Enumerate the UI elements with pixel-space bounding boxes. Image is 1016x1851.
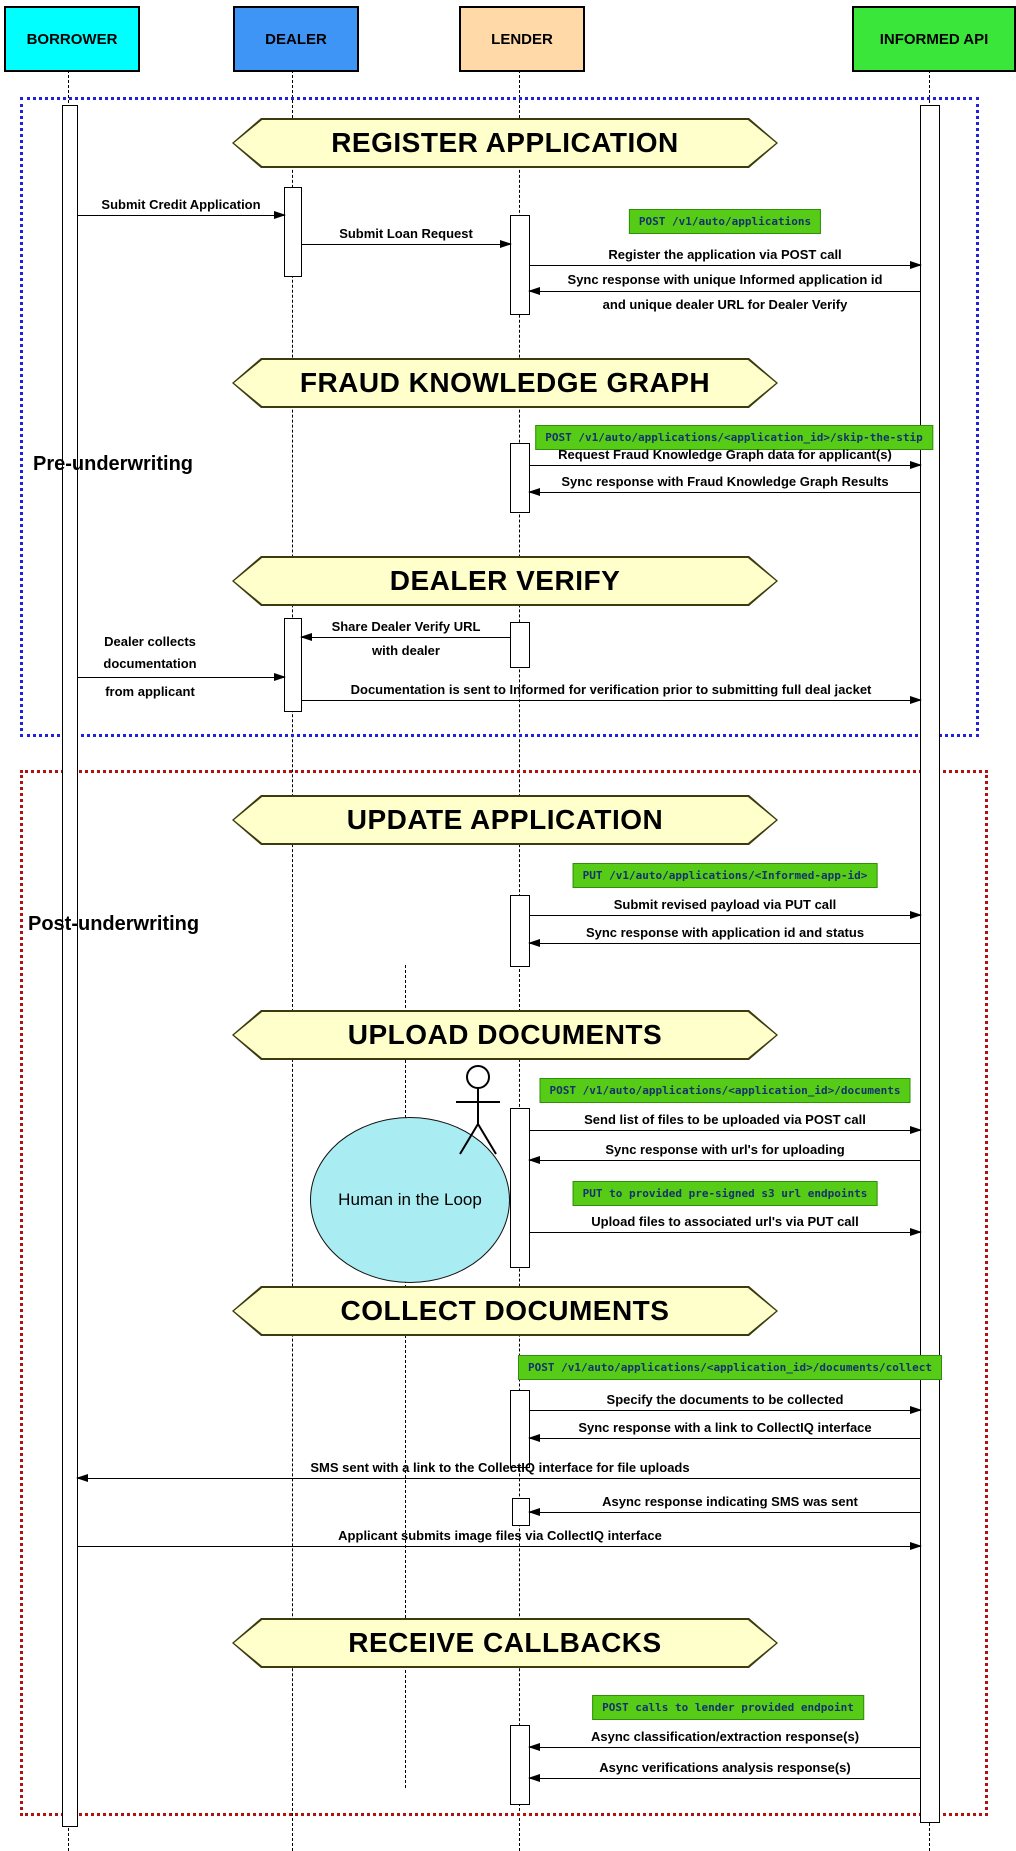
activation-bar-borrower <box>62 105 78 1827</box>
message-label-dealer-collects-line3: from applicant <box>105 684 195 699</box>
message-label-share-url-line2: with dealer <box>372 643 440 658</box>
message-label-dealer-collects-line1: Dealer collects <box>104 634 196 649</box>
message-label-doc-sent: Documentation is sent to Informed for ve… <box>350 682 872 697</box>
message-arrow-send-list <box>530 1126 922 1134</box>
message-arrow-url-sync <box>528 1156 920 1164</box>
actor-dealer-label: DEALER <box>265 30 327 48</box>
banner-collect-documents-label: COLLECT DOCUMENTS <box>234 1288 776 1334</box>
banner-receive-callbacks-label: RECEIVE CALLBACKS <box>234 1620 776 1666</box>
message-label-collect-sync: Sync response with a link to CollectIQ i… <box>578 1420 872 1435</box>
message-arrow-applicant-submits <box>78 1542 922 1550</box>
activation-bar-lender-dealer-verify <box>510 622 530 668</box>
activation-bar-lender-callbacks <box>510 1725 530 1805</box>
api-endpoint-label-register: POST /v1/auto/applications <box>628 209 822 234</box>
api-endpoint-label-presigned-s3: PUT to provided pre-signed s3 url endpoi… <box>572 1181 878 1206</box>
activation-bar-lender-upload <box>510 1108 530 1268</box>
activation-bar-lender-register <box>510 215 530 315</box>
lifeline-dealer <box>292 70 293 1851</box>
message-arrow-submit-loan <box>302 240 512 248</box>
actor-lender: LENDER <box>459 6 585 72</box>
activation-bar-lender-update <box>510 895 530 967</box>
actor-borrower: BORROWER <box>4 6 140 72</box>
banner-fraud-knowledge-graph-label: FRAUD KNOWLEDGE GRAPH <box>234 360 776 406</box>
message-arrow-fkg-sync <box>528 488 920 496</box>
message-label-async-verifications: Async verifications analysis response(s) <box>599 1760 851 1775</box>
message-label-submit-credit: Submit Credit Application <box>101 197 261 212</box>
message-arrow-submit-credit <box>78 211 286 219</box>
actor-borrower-label: BORROWER <box>26 30 118 48</box>
message-label-specify-docs: Specify the documents to be collected <box>606 1392 844 1407</box>
api-endpoint-label-collect: POST /v1/auto/applications/<application_… <box>518 1355 942 1380</box>
message-label-fkg-sync: Sync response with Fraud Knowledge Graph… <box>561 474 889 489</box>
message-label-url-sync: Sync response with url's for uploading <box>605 1142 845 1157</box>
human-in-the-loop-ellipse: Human in the Loop <box>310 1117 510 1283</box>
banner-update-application: UPDATE APPLICATION <box>232 795 778 845</box>
banner-receive-callbacks: RECEIVE CALLBACKS <box>232 1618 778 1668</box>
message-label-send-list: Send list of files to be uploaded via PO… <box>584 1112 866 1127</box>
api-endpoint-label-update: PUT /v1/auto/applications/<Informed-app-… <box>572 863 878 888</box>
message-label-sms-async: Async response indicating SMS was sent <box>602 1494 858 1509</box>
message-label-async-classification: Async classification/extraction response… <box>590 1729 860 1744</box>
message-arrow-fkg-request <box>530 461 922 469</box>
message-arrow-collect-sync <box>528 1434 920 1442</box>
message-arrow-specify-docs <box>530 1406 922 1414</box>
activation-bar-lender-collect <box>510 1390 530 1468</box>
phase-label-post-underwriting: Post-underwriting <box>28 913 200 935</box>
banner-register-application-label: REGISTER APPLICATION <box>234 120 776 166</box>
human-in-the-loop-label: Human in the Loop <box>338 1190 482 1209</box>
api-endpoint-label-documents: POST /v1/auto/applications/<application_… <box>539 1078 911 1103</box>
banner-dealer-verify-label: DEALER VERIFY <box>234 558 776 604</box>
message-arrow-upload-files <box>530 1228 922 1236</box>
message-label-sms-sent: SMS sent with a link to the CollectIQ in… <box>310 1460 690 1475</box>
banner-collect-documents: COLLECT DOCUMENTS <box>232 1286 778 1336</box>
activation-bar-dealer-verify <box>284 618 302 712</box>
message-label-applicant-submits: Applicant submits image files via Collec… <box>338 1528 662 1543</box>
stick-figure-icon <box>456 1065 500 1155</box>
message-arrow-async-classification <box>528 1743 920 1751</box>
message-label-register-app: Register the application via POST call <box>608 247 842 262</box>
lifeline-human-in-the-loop <box>405 965 406 1788</box>
banner-fraud-knowledge-graph: FRAUD KNOWLEDGE GRAPH <box>232 358 778 408</box>
message-arrow-register-sync <box>528 287 920 295</box>
banner-upload-documents: UPLOAD DOCUMENTS <box>232 1010 778 1060</box>
message-arrow-register-app <box>530 261 922 269</box>
message-label-fkg-request: Request Fraud Knowledge Graph data for a… <box>558 447 892 462</box>
message-label-upload-files: Upload files to associated url's via PUT… <box>591 1214 859 1229</box>
message-label-dealer-collects-line2: documentation <box>103 656 197 671</box>
message-arrow-put-sync <box>528 939 920 947</box>
message-arrow-sms-sent <box>76 1474 920 1482</box>
actor-dealer: DEALER <box>233 6 359 72</box>
actor-informed-api-label: INFORMED API <box>879 30 989 48</box>
banner-dealer-verify: DEALER VERIFY <box>232 556 778 606</box>
banner-upload-documents-label: UPLOAD DOCUMENTS <box>234 1012 776 1058</box>
api-endpoint-label-callbacks: POST calls to lender provided endpoint <box>592 1695 864 1720</box>
message-arrow-share-url <box>300 633 510 641</box>
message-arrow-put-payload <box>530 911 922 919</box>
activation-bar-informed-api <box>920 105 940 1823</box>
message-arrow-async-verifications <box>528 1774 920 1782</box>
api-endpoint-label-skip-the-stip: POST /v1/auto/applications/<application_… <box>535 425 933 450</box>
message-label-share-url: Share Dealer Verify URL <box>331 619 481 634</box>
actor-informed-api: INFORMED API <box>852 6 1016 72</box>
message-label-put-payload: Submit revised payload via PUT call <box>613 897 837 912</box>
activation-bar-lender-fkg <box>510 443 530 513</box>
message-label-put-sync: Sync response with application id and st… <box>585 925 865 940</box>
message-label-submit-loan: Submit Loan Request <box>339 226 473 241</box>
message-arrow-dealer-collects <box>78 673 286 681</box>
message-arrow-doc-sent <box>302 696 922 704</box>
message-label-register-sync-line2: and unique dealer URL for Dealer Verify <box>602 297 848 312</box>
banner-register-application: REGISTER APPLICATION <box>232 118 778 168</box>
message-label-register-sync: Sync response with unique Informed appli… <box>567 272 883 287</box>
activation-bar-dealer-register <box>284 187 302 277</box>
message-arrow-sms-async <box>528 1508 920 1516</box>
phase-label-pre-underwriting: Pre-underwriting <box>33 453 194 475</box>
banner-update-application-label: UPDATE APPLICATION <box>234 797 776 843</box>
actor-lender-label: LENDER <box>491 30 553 48</box>
